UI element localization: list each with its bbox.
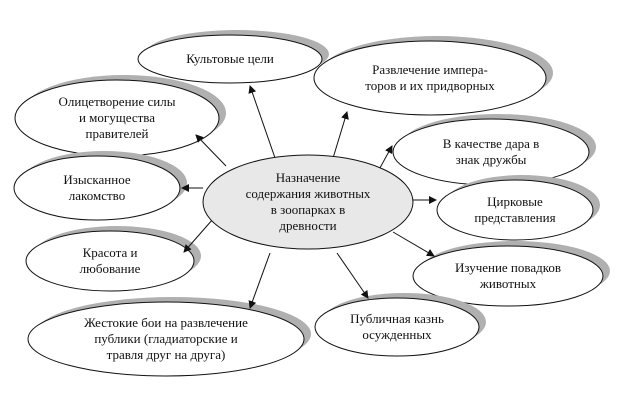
- arrow-to-study: [392, 231, 435, 257]
- node-circus-label-line: Цирковые: [487, 194, 543, 209]
- node-emperors-label-line: торов и их придворных: [365, 78, 495, 93]
- node-fights-label-line: публики (гладиаторские и: [94, 331, 237, 346]
- node-study-label-line: животных: [479, 276, 537, 291]
- node-cult-ellipse: [137, 34, 323, 84]
- arrow-to-power: [195, 134, 227, 167]
- node-power-label-line: и могущества: [79, 110, 155, 125]
- center-node-label-line: древности: [279, 218, 336, 233]
- node-execution-ellipse: [314, 297, 480, 357]
- node-circus-label-line: представления: [474, 210, 555, 225]
- node-study-ellipse: [412, 245, 604, 307]
- node-beauty-ellipse: [25, 230, 195, 292]
- node-execution-label-line: осужденных: [362, 327, 432, 342]
- node-emperors: Развлечение импера-торов и их придворных: [313, 36, 553, 116]
- node-execution-label-line: Публичная казнь: [350, 311, 444, 326]
- node-emperors-ellipse: [313, 40, 547, 116]
- node-power-label-line: Олицетворение силы: [59, 94, 176, 109]
- node-beauty-label-line: Красота и: [83, 245, 138, 260]
- node-delicacy-ellipse: [13, 155, 181, 221]
- node-cult-label-line: Культовые цели: [186, 51, 274, 66]
- center-node-label-line: в зоопарках в: [271, 202, 345, 217]
- node-emperors-label-line: Развлечение импера-: [372, 62, 488, 77]
- node-fights-label-line: травля друг на друга): [107, 347, 226, 362]
- node-cult: Культовые цели: [137, 30, 329, 84]
- arrow-to-fights: [248, 252, 271, 309]
- center-node-ellipse: [202, 154, 414, 250]
- node-circus-ellipse: [436, 179, 594, 241]
- node-delicacy-label-line: Изысканное: [63, 172, 130, 187]
- node-fights-ellipse: [27, 301, 305, 377]
- arrow-to-beauty: [183, 218, 214, 253]
- node-beauty-label-line: любование: [80, 261, 141, 276]
- center-node-label-line: содержания животных: [246, 186, 371, 201]
- node-gift-label-line: знак дружбы: [456, 152, 527, 167]
- node-fights-label-line: Жестокие бои на развлечение: [84, 315, 248, 330]
- arrow-to-execution: [336, 252, 369, 299]
- node-delicacy-label-line: лакомство: [69, 188, 125, 203]
- center-node-label-line: Назначение: [276, 170, 341, 185]
- node-gift-label-line: В качестве дара в: [443, 136, 540, 151]
- node-power-label-line: правителей: [86, 126, 149, 141]
- node-study-label-line: Изучение повадков: [455, 260, 561, 275]
